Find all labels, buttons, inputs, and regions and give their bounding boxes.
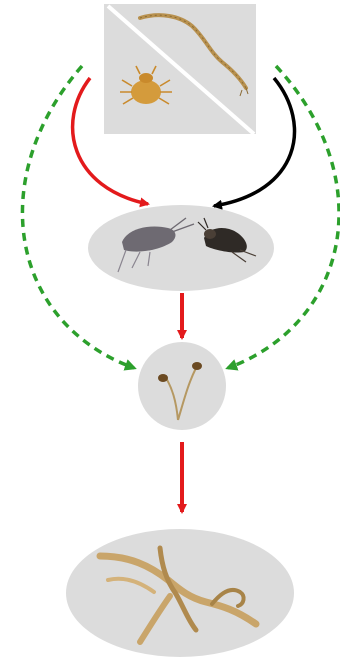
predators-node	[104, 4, 256, 134]
fungus-node	[138, 342, 226, 430]
springtails-node	[88, 205, 274, 291]
plant-node	[66, 529, 294, 657]
